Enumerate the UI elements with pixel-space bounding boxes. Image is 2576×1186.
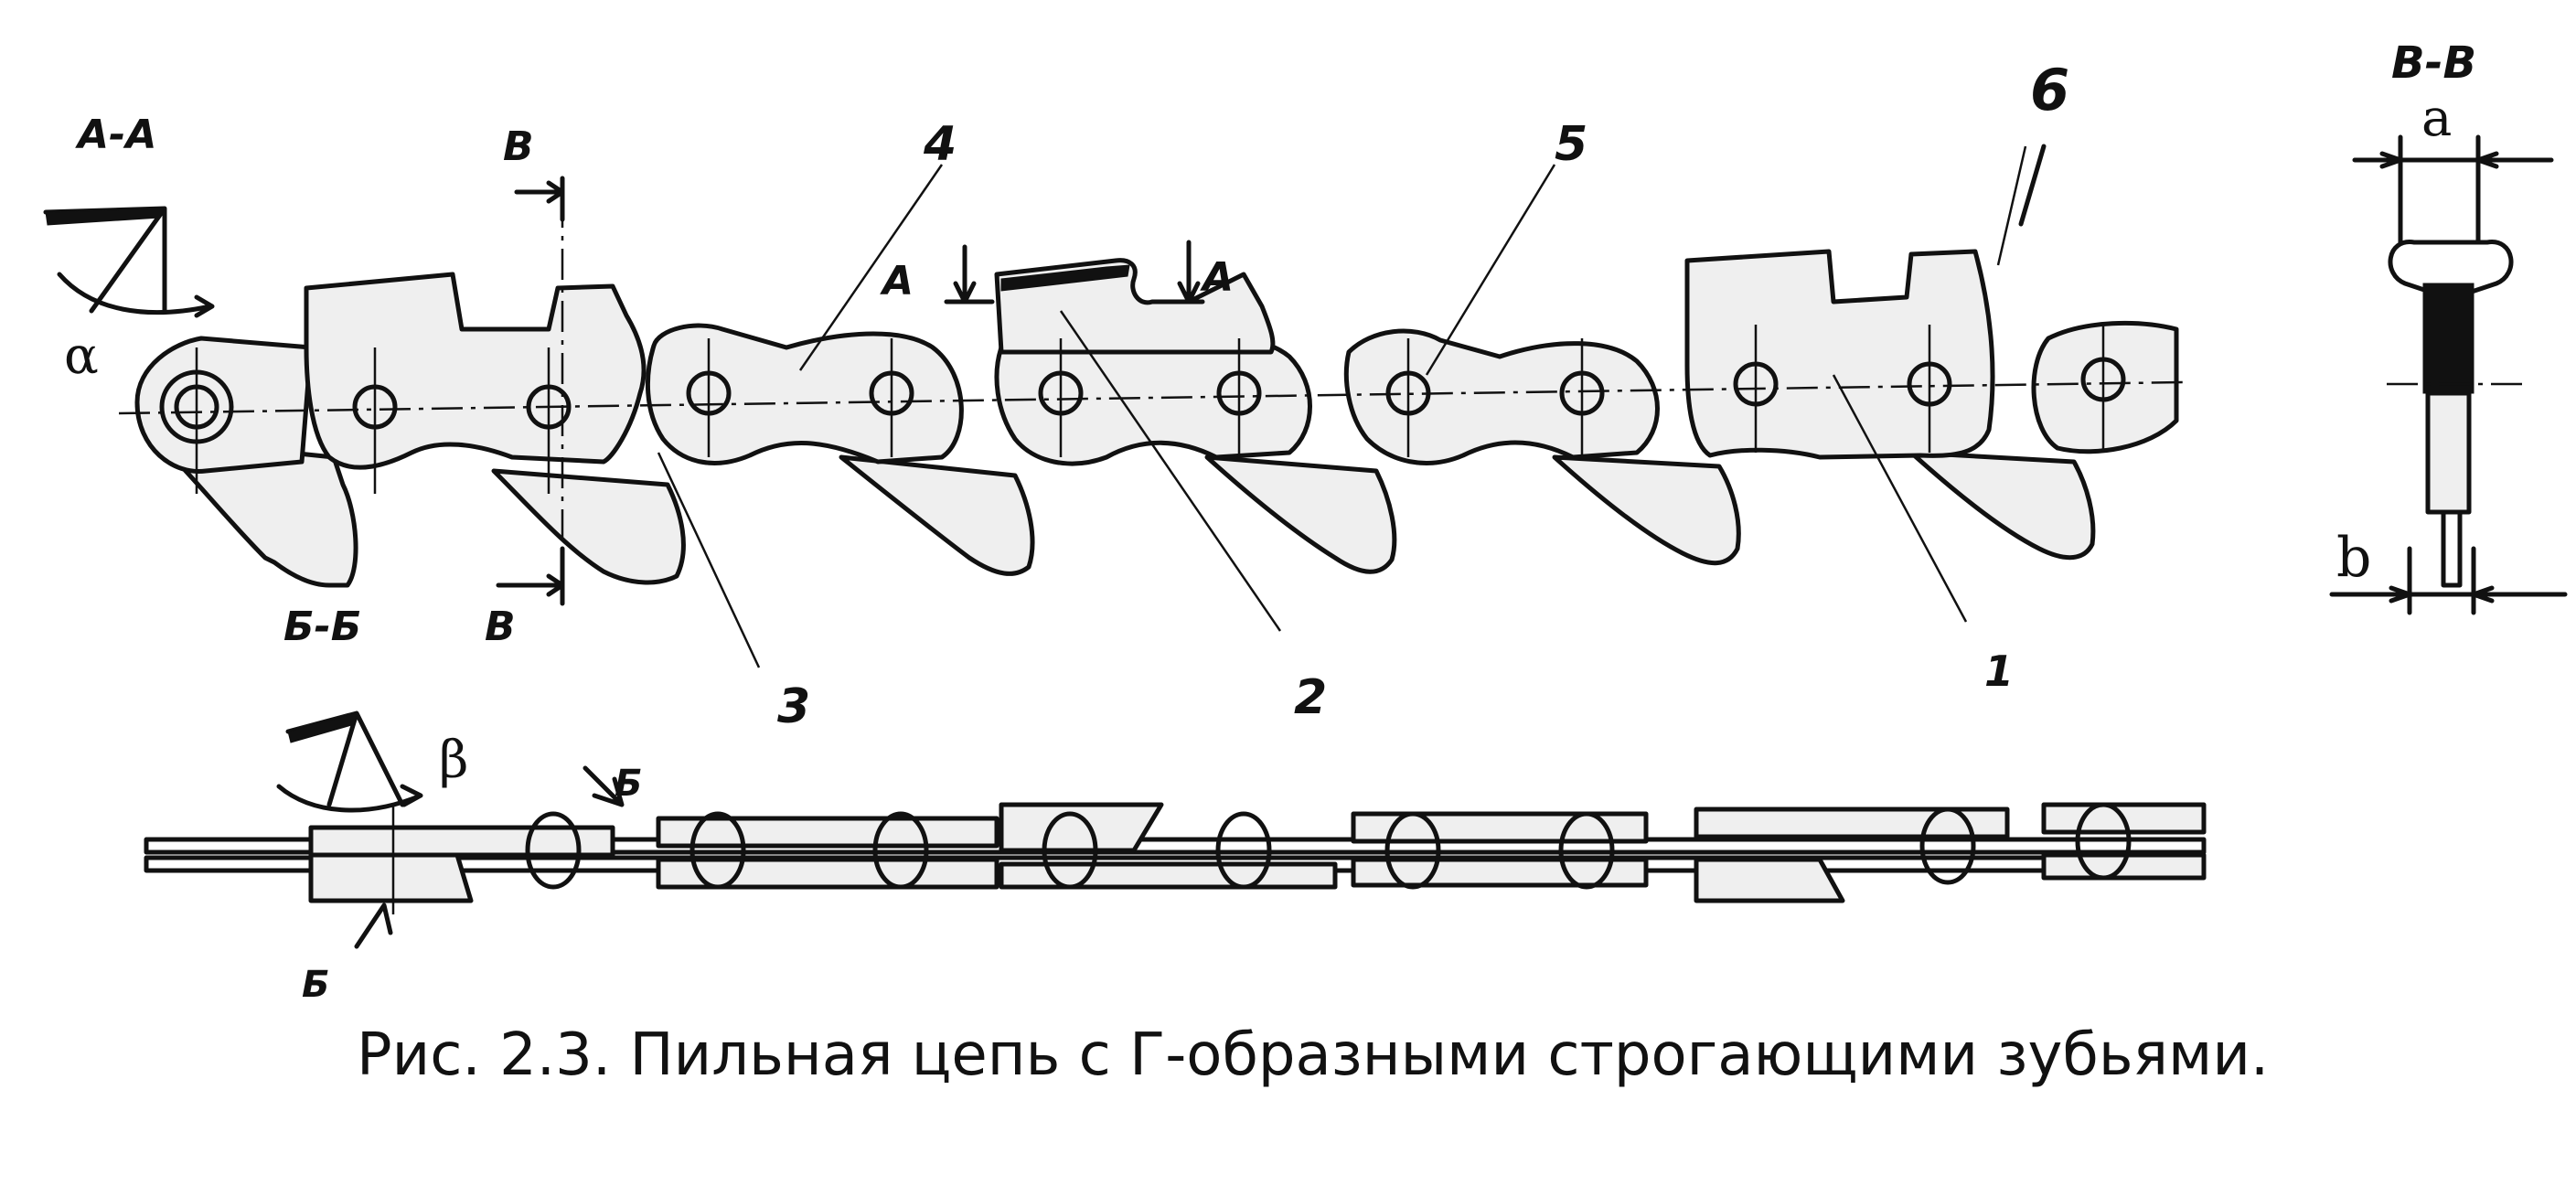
chain-top-view	[144, 765, 2207, 949]
label-part-6: 6	[2030, 57, 2069, 123]
plan-plate	[1351, 857, 1649, 888]
side-link	[1343, 328, 1660, 465]
beta-arc	[276, 784, 423, 813]
label-part-1: 1	[1984, 646, 2014, 696]
label-mark-b-top: Б	[615, 763, 643, 805]
side-link	[646, 323, 964, 465]
alpha-arc	[57, 272, 215, 318]
plan-cutter-left	[308, 852, 474, 903]
section-arrow-b-bottom	[354, 903, 393, 949]
detail-alpha-fill	[45, 208, 166, 226]
leader-6-bold	[2018, 144, 2047, 227]
label-mark-b-bottom: Б	[302, 964, 330, 1006]
label-section-aa: А-А	[75, 112, 156, 158]
section-arrow-a-left	[944, 244, 995, 305]
detail-beta-fill	[287, 712, 358, 743]
drive-link	[839, 454, 1035, 576]
dim-b-line	[2329, 546, 2568, 615]
plan-cutter-middle	[999, 802, 1164, 853]
cutter-top-hatch	[1000, 264, 1130, 292]
plan-cutter-right	[1694, 857, 1845, 903]
label-dim-a: a	[2421, 89, 2452, 148]
guide-strip-top	[144, 837, 2207, 855]
drive-link	[1204, 454, 1397, 574]
label-mark-a-right: А	[1200, 254, 1234, 301]
label-part-3: 3	[777, 679, 810, 734]
plan-plate	[656, 857, 999, 890]
section-arrow-b-top	[583, 765, 625, 807]
label-section-vv: В-В	[2391, 37, 2476, 89]
drive-link	[491, 468, 686, 585]
plan-plate	[308, 825, 615, 858]
label-section-bb: Б-Б	[283, 604, 361, 650]
section-arrow-a-right	[1154, 240, 1205, 305]
label-alpha: α	[64, 326, 99, 386]
plan-plate	[1351, 811, 1649, 844]
label-part-2: 2	[1294, 670, 1327, 725]
label-mark-a-left: А	[880, 258, 914, 305]
label-mark-v-bottom: В	[485, 604, 516, 650]
cutter-tooth-left	[304, 272, 647, 470]
section-vv-view	[2329, 134, 2568, 615]
label-part-5: 5	[1555, 117, 1587, 172]
label-mark-v-top: В	[503, 123, 534, 170]
side-link	[2031, 320, 2179, 454]
cutter-tooth-right	[1684, 249, 1995, 460]
dim-a-line	[2352, 134, 2554, 245]
label-beta: β	[439, 731, 468, 790]
plan-plate	[1694, 807, 2010, 839]
drive-link	[1908, 450, 2096, 561]
label-part-4: 4	[923, 117, 957, 172]
section-arrow-v-top	[514, 176, 565, 222]
section-vv-core	[2422, 283, 2474, 394]
rivet-centre-lines	[195, 325, 2105, 494]
chain-side-view	[43, 144, 2186, 813]
section-vv-shank	[2441, 509, 2463, 588]
drive-link	[153, 436, 358, 588]
plan-rivets	[525, 802, 2132, 890]
section-arrow-v-bottom	[496, 546, 565, 606]
figure-caption: Рис. 2.3. Пильная цепь с Г-образными стр…	[357, 1021, 2269, 1089]
section-vv-lower	[2425, 390, 2472, 515]
drive-link	[1552, 454, 1741, 566]
plan-plate	[656, 816, 999, 849]
leader-lines	[657, 145, 2027, 668]
label-dim-b: b	[2336, 526, 2371, 590]
